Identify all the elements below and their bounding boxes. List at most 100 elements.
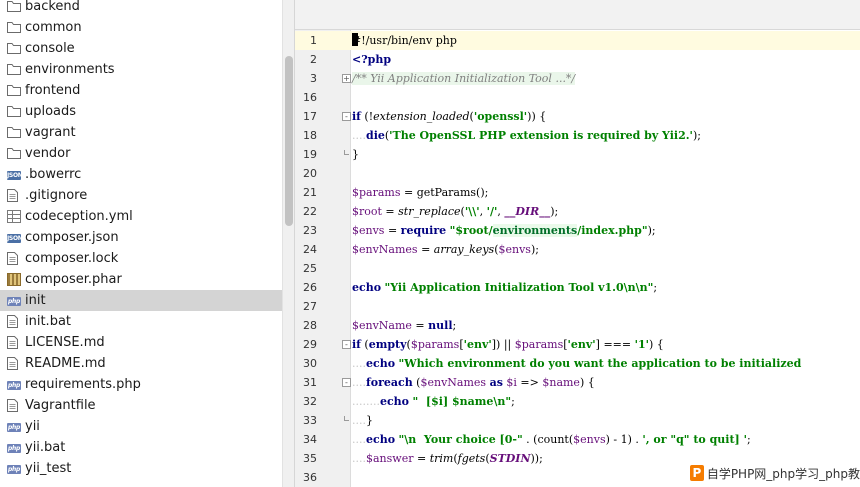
code-token: $envs [352, 224, 385, 237]
fold-collapse-icon[interactable]: - [342, 378, 351, 387]
code-line[interactable]: 2<?php [295, 50, 860, 69]
code-line[interactable]: 30....echo "Which environment do you wan… [295, 354, 860, 373]
code-line[interactable]: 34....echo "\n Your choice [0-" . (count… [295, 430, 860, 449]
code-line[interactable]: 22$root = str_replace('\\', '/', __DIR__… [295, 202, 860, 221]
code-token: .... [352, 357, 366, 370]
tree-item-common[interactable]: common [0, 17, 282, 38]
tree-item-readme-md[interactable]: README.md [0, 353, 282, 374]
code-token: if [352, 110, 361, 123]
code-token: ; [511, 395, 515, 408]
fold-expand-icon[interactable]: + [342, 74, 351, 83]
code-line[interactable]: 35....$answer = trim(fgets(STDIN)); [295, 449, 860, 468]
tree-item-bowerrc[interactable]: JSON.bowerrc [0, 164, 282, 185]
line-number: 1 [310, 34, 317, 47]
code-token: " [$i] $name\n" [412, 395, 512, 408]
file-tree-scrollbar[interactable] [282, 0, 295, 487]
tree-item-vagrant[interactable]: vagrant [0, 122, 282, 143]
tree-item-backend[interactable]: backend [0, 0, 282, 17]
text-caret [352, 33, 358, 46]
code-line[interactable]: 31-....foreach ($envNames as $i => $name… [295, 373, 860, 392]
code-text: echo "Yii Application Initialization Too… [352, 278, 657, 297]
code-token: fgets [457, 452, 486, 465]
code-token: $root [352, 205, 382, 218]
scrollbar-thumb[interactable] [285, 56, 293, 226]
tree-item-uploads[interactable]: uploads [0, 101, 282, 122]
code-token: /** Yii Application Initialization Tool … [352, 72, 576, 85]
tree-item-frontend[interactable]: frontend [0, 80, 282, 101]
code-line[interactable]: 3+/** Yii Application Initialization Too… [295, 69, 860, 88]
tree-item-environments[interactable]: environments [0, 59, 282, 80]
tree-item-vagrantfile[interactable]: Vagrantfile [0, 395, 282, 416]
code-token: $envNames [420, 376, 487, 389]
tree-item-gitignore[interactable]: .gitignore [0, 185, 282, 206]
code-line[interactable]: 1#!/usr/bin/env php [295, 31, 860, 50]
text-file-icon [7, 336, 21, 349]
code-token: ); [530, 243, 539, 256]
code-text: if (!extension_loaded('openssl')) { [352, 107, 546, 126]
code-line[interactable]: 23$envs = require "$root/environments/in… [295, 221, 860, 240]
code-token: ( [494, 243, 499, 256]
code-line[interactable]: 25 [295, 259, 860, 278]
code-token: ] === [595, 338, 635, 351]
code-token: ); [692, 129, 701, 142]
code-token: 'The OpenSSL PHP extension is required b… [389, 129, 693, 142]
code-line[interactable]: 17-if (!extension_loaded('openssl')) { [295, 107, 860, 126]
line-number: 23 [303, 224, 317, 237]
tree-item-label: yii [25, 419, 40, 434]
tree-item-composer-phar[interactable]: composer.phar [0, 269, 282, 290]
fold-end-icon[interactable] [342, 416, 351, 425]
tree-item-label: yii_test [25, 461, 72, 476]
tree-item-vendor[interactable]: vendor [0, 143, 282, 164]
tree-item-init-bat[interactable]: init.bat [0, 311, 282, 332]
code-token: , [479, 205, 487, 218]
code-token: '/' [486, 205, 498, 218]
php-file-icon: php [7, 423, 21, 432]
code-token: = [381, 205, 399, 218]
code-token: = [411, 319, 429, 332]
code-token: array_keys [433, 243, 495, 256]
code-line[interactable]: 16 [295, 88, 860, 107]
code-token: $envs [498, 243, 531, 256]
code-line[interactable]: 27 [295, 297, 860, 316]
tree-item-codeception-yml[interactable]: codeception.yml [0, 206, 282, 227]
code-text: ....$answer = trim(fgets(STDIN)); [352, 449, 543, 468]
text-file-icon [7, 357, 21, 370]
fold-collapse-icon[interactable]: - [342, 112, 351, 121]
code-token: ........ [352, 395, 380, 408]
code-token: ( [469, 110, 474, 123]
code-line[interactable]: 19} [295, 145, 860, 164]
code-token: ( [453, 452, 458, 465]
code-token: <?php [352, 53, 392, 66]
line-number: 34 [303, 433, 317, 446]
code-token: ; [653, 281, 658, 294]
code-line[interactable]: 28$envName = null; [295, 316, 860, 335]
fold-collapse-icon[interactable]: - [342, 340, 351, 349]
tree-item-license-md[interactable]: LICENSE.md [0, 332, 282, 353]
fold-end-icon[interactable] [342, 150, 351, 159]
code-token: echo [366, 357, 396, 370]
code-line[interactable]: 24$envNames = array_keys($envs); [295, 240, 860, 259]
code-line[interactable]: 20 [295, 164, 860, 183]
tree-item-composer-lock[interactable]: composer.lock [0, 248, 282, 269]
code-token: environments [492, 224, 578, 237]
code-token: .... [352, 129, 366, 142]
watermark-logo-icon: P [690, 465, 704, 481]
code-line[interactable]: 36 [295, 468, 860, 487]
code-line[interactable]: 29-if (empty($params['env']) || $params[… [295, 335, 860, 354]
code-line[interactable]: 18....die('The OpenSSL PHP extension is … [295, 126, 860, 145]
code-token: null [428, 319, 453, 332]
code-line[interactable]: 21$params = getParams(); [295, 183, 860, 202]
code-text: $envNames = array_keys($envs); [352, 240, 539, 259]
code-line[interactable]: 32........echo " [$i] $name\n"; [295, 392, 860, 411]
code-line[interactable]: 33....} [295, 411, 860, 430]
tree-item-console[interactable]: console [0, 38, 282, 59]
